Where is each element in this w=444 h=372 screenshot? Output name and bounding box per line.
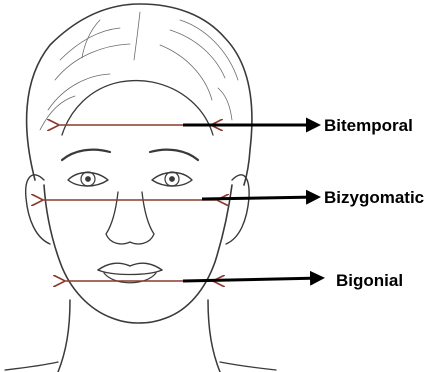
- label-bitemporal: Bitemporal: [324, 116, 413, 135]
- label-bigonial: Bigonial: [336, 271, 403, 290]
- bizygomatic-pointer-arrow: [202, 197, 318, 199]
- left-pupil: [86, 177, 91, 182]
- right-pupil: [170, 177, 175, 182]
- label-bizygomatic: Bizygomatic: [324, 188, 424, 207]
